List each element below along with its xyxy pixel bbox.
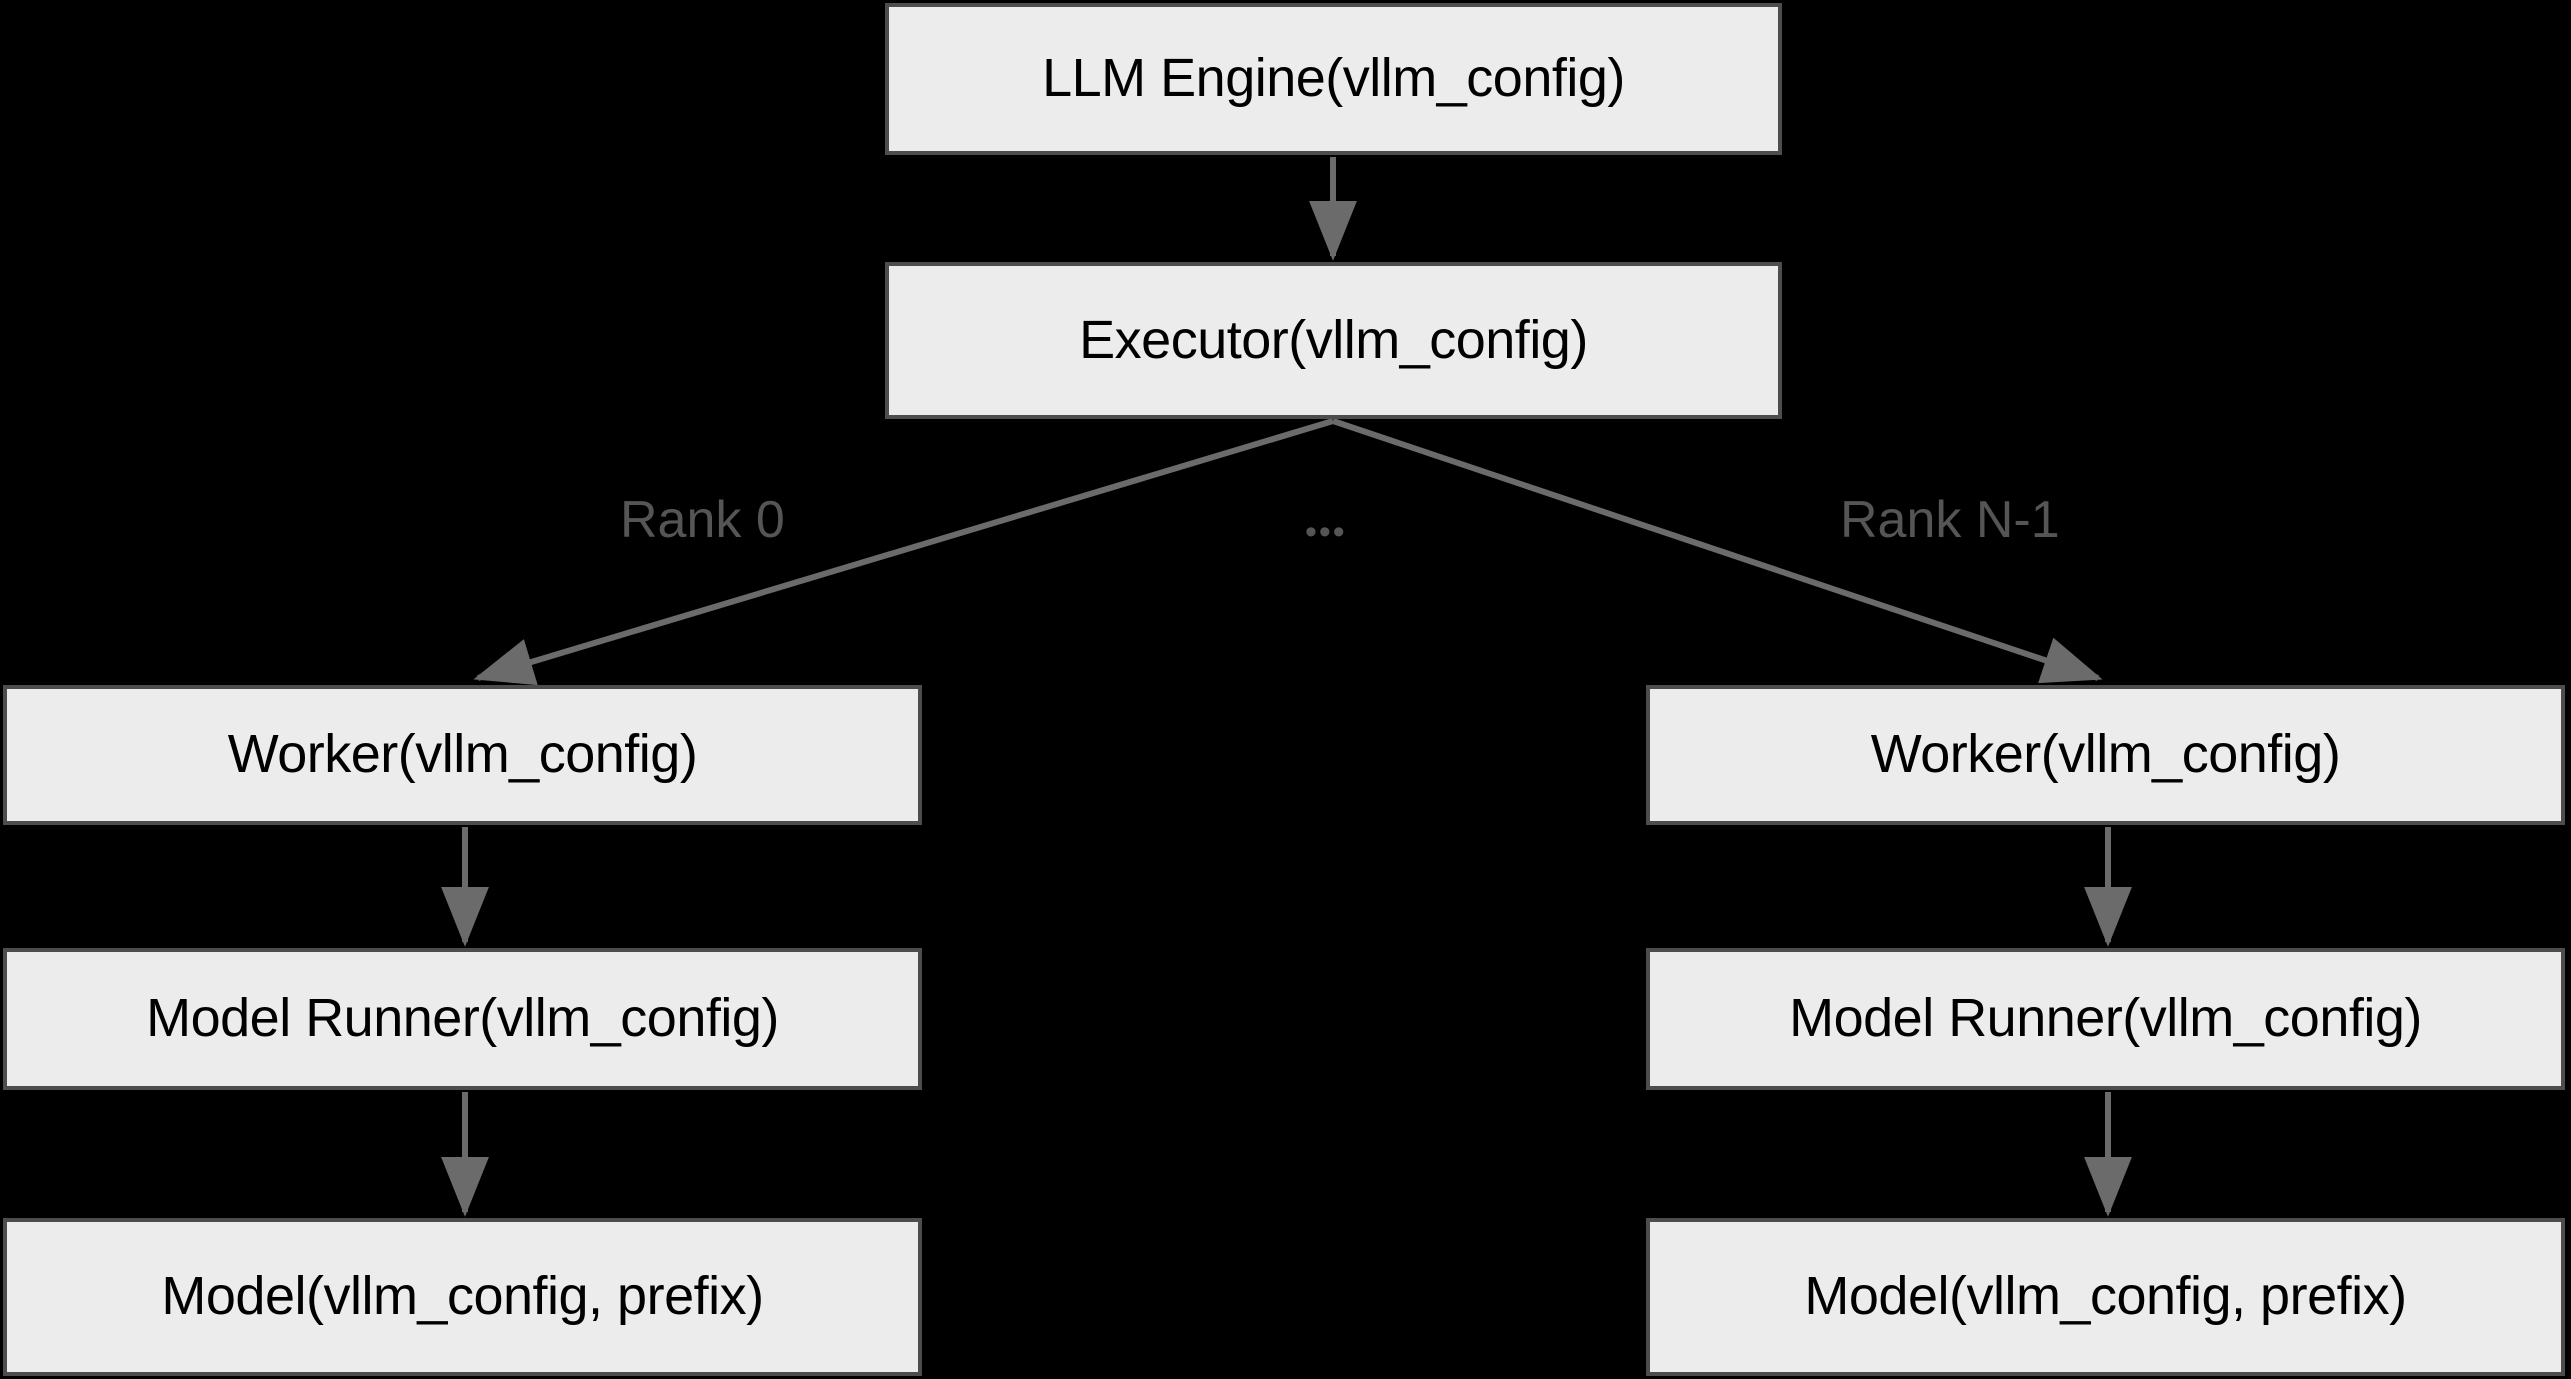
node-llm-engine-label: LLM Engine(vllm_config)	[1042, 48, 1625, 109]
node-model-rank0[interactable]: Model(vllm_config, prefix)	[3, 1218, 922, 1376]
edge-label-ellipsis: •••	[1305, 513, 1347, 551]
node-model-rankn[interactable]: Model(vllm_config, prefix)	[1646, 1218, 2565, 1376]
node-model-runner-rankn-label: Model Runner(vllm_config)	[1789, 988, 2422, 1049]
node-executor[interactable]: Executor(vllm_config)	[885, 262, 1782, 419]
edge-label-rank-n-1: Rank N-1	[1840, 491, 2060, 549]
node-worker-rank0[interactable]: Worker(vllm_config)	[3, 685, 922, 825]
node-executor-label: Executor(vllm_config)	[1079, 309, 1588, 370]
node-model-rank0-label: Model(vllm_config, prefix)	[161, 1266, 764, 1327]
edge-label-rank-0: Rank 0	[620, 491, 785, 549]
node-worker-rankn[interactable]: Worker(vllm_config)	[1646, 685, 2565, 825]
node-model-runner-rank0[interactable]: Model Runner(vllm_config)	[3, 948, 922, 1090]
node-worker-rank0-label: Worker(vllm_config)	[227, 724, 698, 785]
node-model-rankn-label: Model(vllm_config, prefix)	[1804, 1266, 2407, 1327]
edge-executor-to-worker-rank0	[473, 418, 1334, 686]
node-model-runner-rankn[interactable]: Model Runner(vllm_config)	[1646, 948, 2565, 1090]
node-model-runner-rank0-label: Model Runner(vllm_config)	[146, 988, 779, 1049]
node-worker-rankn-label: Worker(vllm_config)	[1870, 724, 2341, 785]
node-llm-engine[interactable]: LLM Engine(vllm_config)	[885, 3, 1782, 155]
